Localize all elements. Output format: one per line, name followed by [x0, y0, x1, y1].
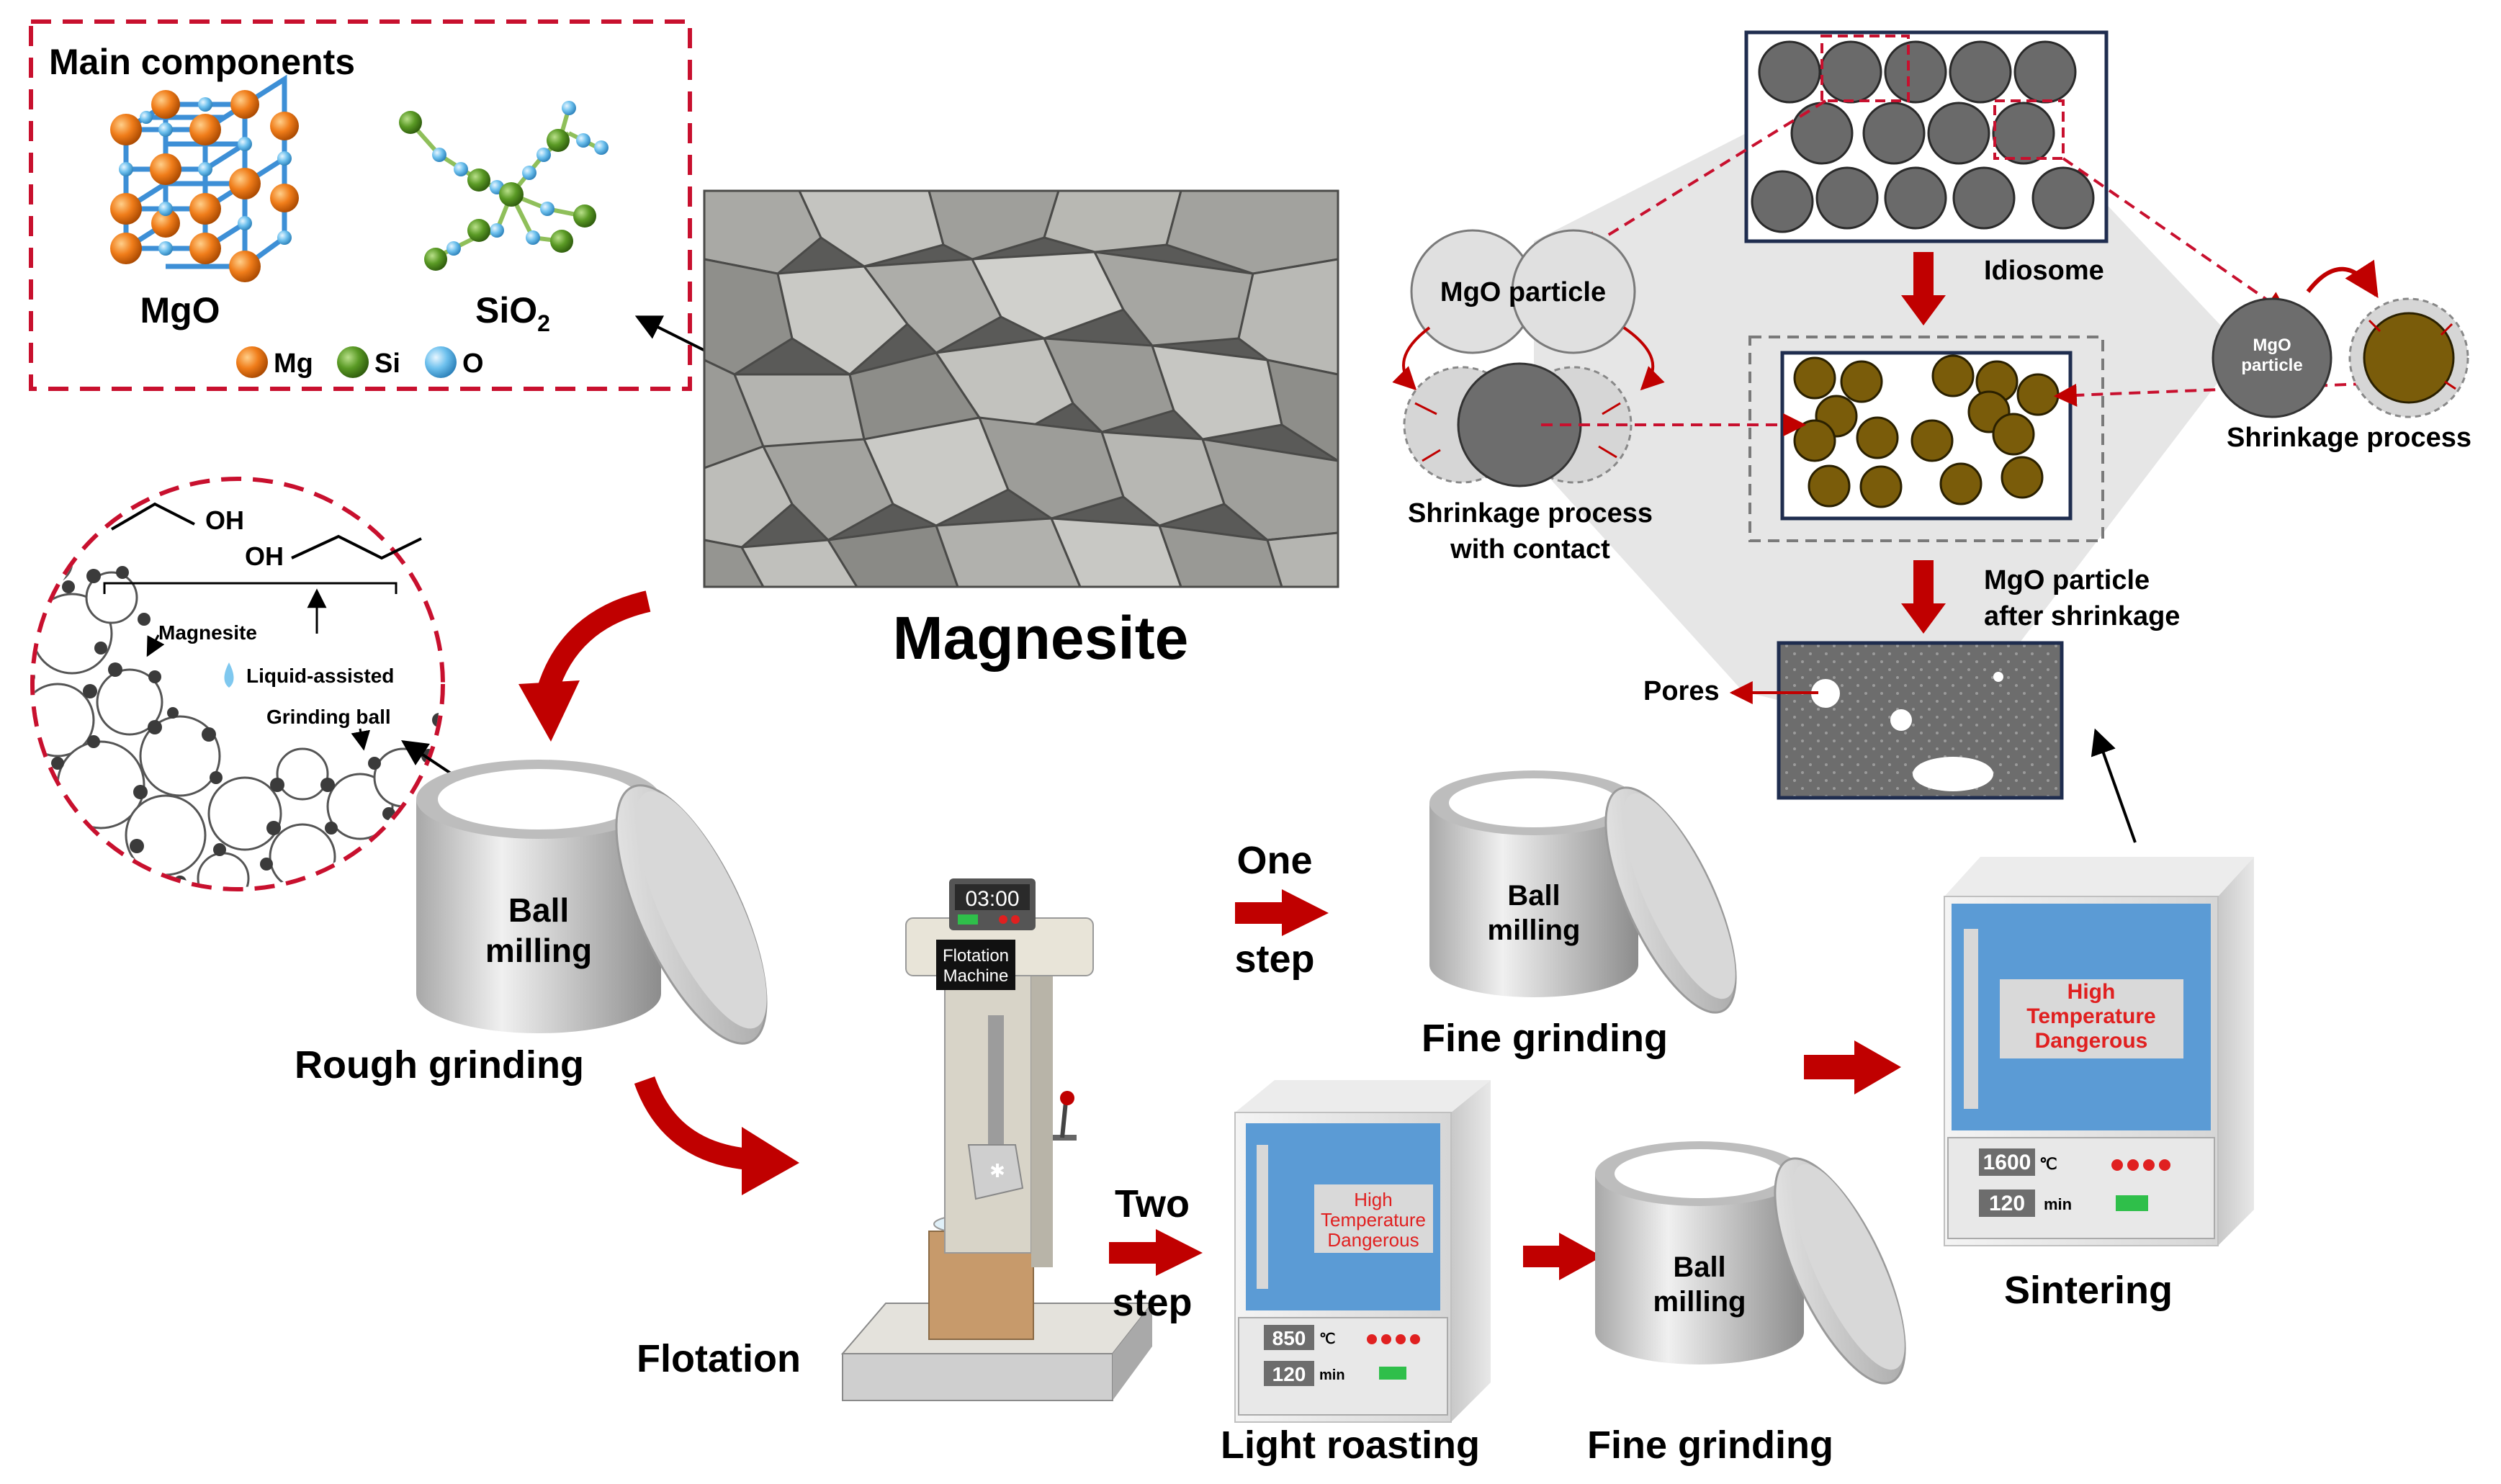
roast-to-fine-arrow [1523, 1233, 1602, 1280]
one-step-arrow [1235, 889, 1329, 936]
sintering-to-pores-arrow [2091, 728, 2137, 843]
pores-label: Pores [1643, 676, 1720, 706]
small-furnace-time: 120 [1272, 1363, 1306, 1385]
liquid-drop-icon [224, 662, 234, 688]
sintering-furnace-temp: 1600 [1983, 1151, 2031, 1174]
magnesite-label: Magnesite [893, 604, 1189, 672]
grinding-ball-pointer [351, 728, 371, 751]
shrink-right-curve-arrow [1622, 326, 1665, 391]
idiosome-label: Idiosome [1984, 256, 2104, 286]
rock-to-rough-arrow [518, 590, 651, 742]
si-legend-swatch [337, 346, 369, 378]
mgo-contact-particles: MgO particle [1410, 229, 1636, 354]
svg-text:✱: ✱ [989, 1160, 1005, 1182]
rough-grinding-label: Rough grinding [295, 1043, 584, 1087]
sintering-label: Sintering [2004, 1269, 2173, 1312]
magnesite-rock-photo [703, 189, 1339, 588]
down-arrow-1 [1901, 252, 1946, 325]
small-furnace-temp-unit: ℃ [1319, 1331, 1335, 1347]
shrunk-particle-box [1748, 336, 2104, 542]
sintering-furnace-temp-unit: ℃ [2039, 1155, 2057, 1173]
sintering-furnace-time-unit: min [2044, 1195, 2072, 1213]
sio2-label: SiO2 [475, 290, 550, 336]
sio2-atoms [399, 101, 609, 271]
oh-label-1: OH [205, 505, 244, 535]
grinding-inset: OH OH Magnesite Liquid-assisted Grinding… [30, 477, 445, 891]
to-sintering-arrow [1804, 1040, 1901, 1094]
small-furnace-time-unit: min [1319, 1367, 1345, 1383]
initial-particle-packing [1744, 30, 2109, 243]
light-roasting-label: Light roasting [1221, 1424, 1480, 1467]
mgo-particle-label: MgO particle [1440, 277, 1606, 307]
o-legend-label: O [462, 348, 484, 379]
two-step-fine-grinding-label: Fine grinding [1587, 1424, 1833, 1467]
main-components-title: Main components [49, 42, 355, 82]
shrink-left-curve-arrow [1392, 326, 1431, 391]
single-shrink-curve-arrow [2306, 259, 2379, 299]
flotation-machine-label-plate [936, 940, 1015, 990]
ethanol-molecule-1 [110, 502, 195, 531]
si-legend-label: Si [374, 348, 400, 379]
main-components-border [29, 19, 692, 391]
grinding-ball-label: Grinding ball [266, 706, 391, 728]
single-to-box-pointer [2053, 382, 2384, 407]
mg-legend-swatch [236, 346, 268, 378]
shrinking-contact-particles [1403, 362, 1633, 487]
inset-magnesite-label: Magnesite [158, 621, 257, 644]
main-components-panel: Main components [29, 19, 692, 391]
sintered-pores-box [1777, 641, 2064, 800]
flotation-label: Flotation [637, 1337, 801, 1380]
mgo-atoms [110, 90, 299, 282]
flotation-timer-display: 03:00 [965, 887, 1019, 911]
mg-legend-label: Mg [274, 348, 313, 379]
ethanol-molecule-2 [291, 534, 422, 560]
o-legend-swatch [425, 346, 457, 378]
shrinkage-process-label: Shrinkage process [2227, 423, 2471, 453]
rough-to-flotation-arrow [634, 1076, 799, 1195]
single-shrunk-particle [2348, 297, 2469, 418]
down-arrow-2 [1901, 560, 1946, 634]
liquid-assisted-label: Liquid-assisted [246, 665, 394, 687]
sintering-furnace-time: 120 [1989, 1192, 2025, 1215]
small-furnace-temp: 850 [1272, 1327, 1306, 1349]
to-mgo-contact-pointer [1579, 99, 1827, 253]
atom-legend: Mg Si O [236, 346, 484, 379]
to-single-particle-pointer [2062, 157, 2289, 315]
mgo-label: MgO [140, 290, 220, 330]
oh-label-2: OH [245, 541, 284, 571]
two-step-arrow [1109, 1229, 1203, 1276]
solvent-bracket [103, 582, 398, 594]
one-step-fine-grinding-label: Fine grinding [1422, 1017, 1668, 1060]
magnesite-pointer [146, 634, 165, 657]
